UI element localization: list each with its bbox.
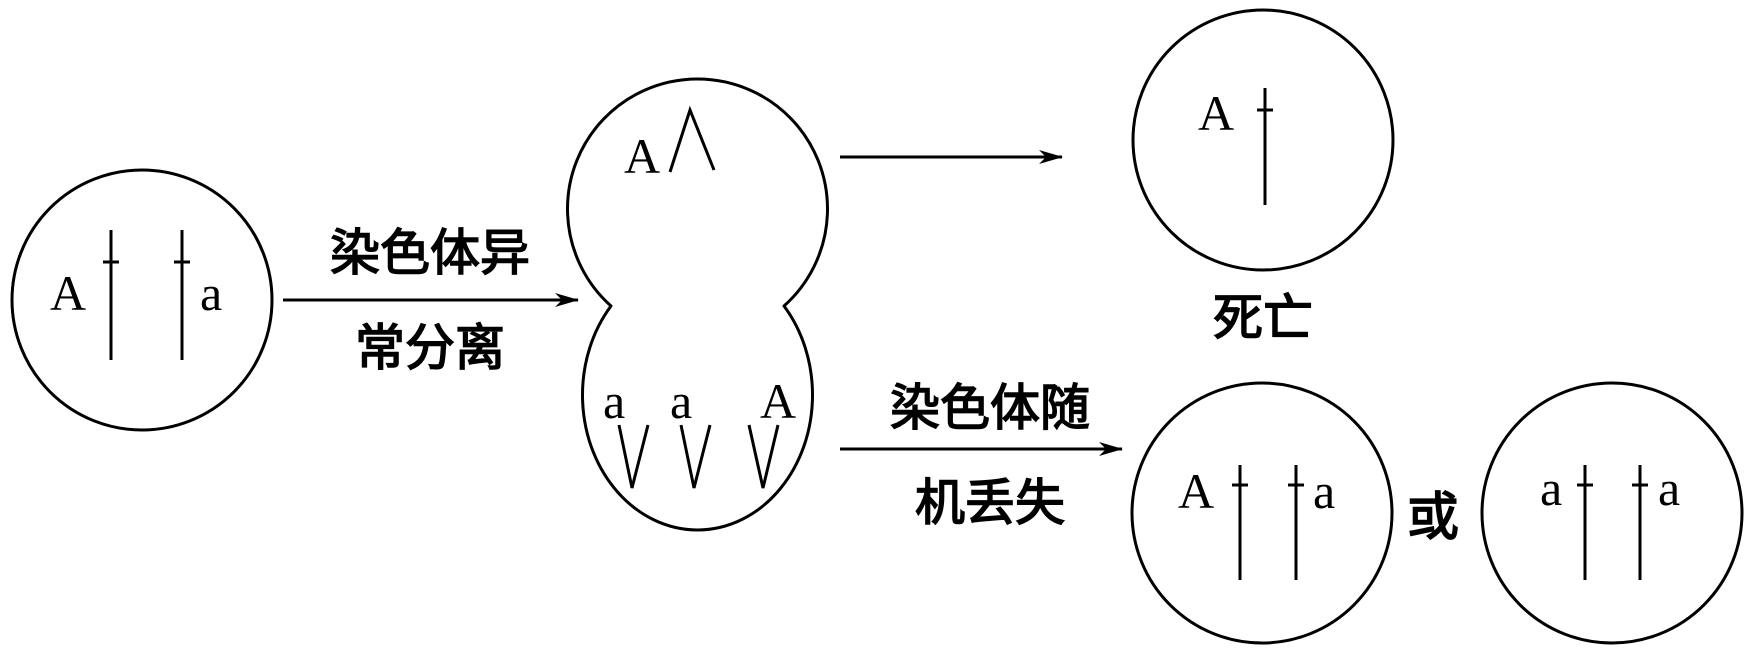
arrow-top-label: 染色体异: [330, 224, 530, 282]
gene-label: a: [670, 373, 692, 429]
parent-cell: A a: [10, 168, 274, 432]
gene-label: a: [1658, 460, 1680, 516]
gene-label: A: [624, 128, 660, 184]
arrow-abnormal-separation: 染色体异 常分离: [283, 224, 579, 377]
arrow-bottom-label: 常分离: [355, 319, 505, 377]
parent-cell-membrane: [10, 168, 274, 432]
dividing-cell: A a a A: [566, 77, 829, 532]
chromatid-inverted-v: [668, 105, 716, 173]
result-cell-1: A a: [1130, 381, 1394, 645]
gene-label: A: [1178, 463, 1214, 519]
gene-label: a: [1540, 460, 1562, 516]
result-cell-2: a a: [1480, 381, 1744, 645]
arrow-top-label: 染色体随: [890, 379, 1090, 437]
dead-cell-membrane: [1131, 8, 1395, 272]
chromatid-v: [679, 424, 712, 489]
gene-label: a: [603, 373, 625, 429]
chromatid-v: [617, 424, 650, 489]
gene-label: a: [200, 265, 222, 321]
gene-label: A: [50, 265, 86, 321]
gene-label: A: [760, 373, 796, 429]
dividing-cell-membrane: [566, 77, 829, 532]
arrow-random-loss: 染色体随 机丢失: [840, 379, 1123, 532]
gene-label: a: [1313, 463, 1335, 519]
dead-cell: A 死亡: [1131, 8, 1395, 347]
chromatid-v: [747, 424, 780, 489]
gene-label: A: [1198, 85, 1234, 141]
or-label: 或: [1407, 488, 1459, 548]
arrow-bottom-label: 机丢失: [915, 474, 1066, 532]
result-cell-1-membrane: [1130, 381, 1394, 645]
result-cell-2-membrane: [1480, 381, 1744, 645]
dead-cell-caption: 死亡: [1213, 289, 1313, 347]
